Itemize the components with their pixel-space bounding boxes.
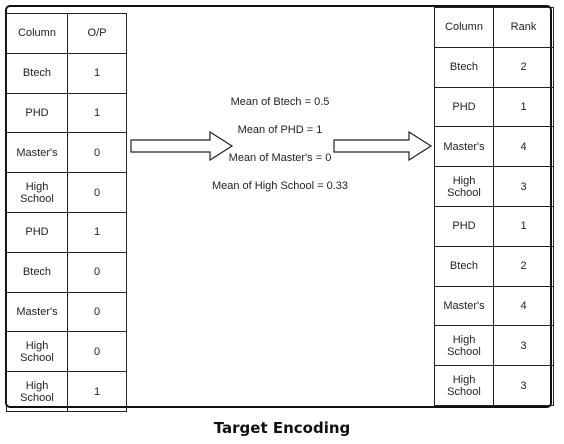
- category-cell: High School: [6, 331, 68, 373]
- rank-cell: 3: [493, 325, 554, 367]
- category-cell: PHD: [6, 92, 68, 134]
- output-cell: 0: [67, 291, 127, 333]
- table-row: Btech 2: [434, 46, 554, 88]
- category-cell: High School: [6, 371, 68, 412]
- table-row: Btech 0: [6, 251, 127, 293]
- table-header-row: Column Rank: [434, 7, 554, 48]
- table-row: High School 3: [434, 325, 554, 367]
- category-cell: PHD: [6, 211, 68, 253]
- output-cell: 0: [67, 172, 127, 213]
- category-cell: Btech: [6, 251, 68, 293]
- category-cell: PHD: [434, 205, 494, 247]
- category-cell: High School: [434, 325, 494, 367]
- header-cell-rank: Rank: [493, 7, 554, 48]
- figure-caption: Target Encoding: [213, 419, 351, 437]
- table-row: PHD 1: [434, 86, 554, 128]
- header-cell-output: O/P: [67, 13, 127, 54]
- table-row: High School 3: [434, 365, 554, 406]
- output-cell: 1: [67, 211, 127, 253]
- arrow-right-icon: [333, 130, 433, 162]
- output-cell: 1: [67, 52, 127, 94]
- mean-label: Mean of Btech = 0.5: [230, 96, 330, 108]
- output-cell: 0: [67, 251, 127, 293]
- category-cell: High School: [434, 166, 494, 207]
- table-row: High School 1: [6, 371, 127, 412]
- category-cell: High School: [6, 172, 68, 213]
- table-row: Master's 0: [6, 132, 127, 174]
- table-row: High School 0: [6, 172, 127, 213]
- right-table: Column Rank Btech 2 PHD 1 Master's 4 Hig…: [434, 7, 554, 406]
- table-header-row: Column O/P: [6, 13, 127, 54]
- rank-cell: 3: [493, 166, 554, 207]
- table-row: Master's 4: [434, 285, 554, 327]
- mean-label: Mean of High School = 0.33: [211, 180, 349, 192]
- header-cell-column: Column: [6, 13, 68, 54]
- rank-cell: 1: [493, 205, 554, 247]
- category-cell: Master's: [6, 132, 68, 174]
- rank-cell: 2: [493, 46, 554, 88]
- rank-cell: 4: [493, 285, 554, 327]
- rank-cell: 1: [493, 86, 554, 128]
- category-cell: Master's: [6, 291, 68, 333]
- category-cell: High School: [434, 365, 494, 406]
- category-cell: PHD: [434, 86, 494, 128]
- table-row: High School 3: [434, 166, 554, 207]
- table-row: PHD 1: [6, 211, 127, 253]
- category-cell: Master's: [434, 285, 494, 327]
- mean-label: Mean of Master's = 0: [228, 152, 332, 164]
- table-row: Btech 2: [434, 245, 554, 287]
- rank-cell: 4: [493, 126, 554, 168]
- table-row: Btech 1: [6, 52, 127, 94]
- output-cell: 0: [67, 331, 127, 373]
- table-row: Master's 0: [6, 291, 127, 333]
- output-cell: 1: [67, 371, 127, 412]
- output-cell: 1: [67, 92, 127, 134]
- arrow-right-icon: [130, 130, 234, 162]
- category-cell: Master's: [434, 126, 494, 168]
- table-row: Master's 4: [434, 126, 554, 168]
- output-cell: 0: [67, 132, 127, 174]
- header-cell-column: Column: [434, 7, 494, 48]
- rank-cell: 2: [493, 245, 554, 287]
- rank-cell: 3: [493, 365, 554, 406]
- table-row: PHD 1: [6, 92, 127, 134]
- category-cell: Btech: [434, 46, 494, 88]
- table-row: PHD 1: [434, 205, 554, 247]
- table-row: High School 0: [6, 331, 127, 373]
- left-table: Column O/P Btech 1 PHD 1 Master's 0 High…: [6, 13, 127, 412]
- mean-label: Mean of PHD = 1: [237, 124, 323, 136]
- category-cell: Btech: [434, 245, 494, 287]
- category-cell: Btech: [6, 52, 68, 94]
